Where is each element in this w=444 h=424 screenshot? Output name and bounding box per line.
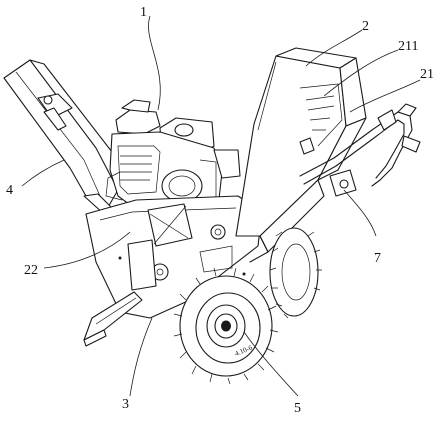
callout-21: 21 bbox=[420, 67, 434, 82]
callout-22: 22 bbox=[24, 263, 38, 278]
main-frame bbox=[83, 195, 263, 347]
callout-5: 5 bbox=[294, 401, 301, 416]
callout-211: 211 bbox=[398, 39, 418, 54]
callout-1: 1 bbox=[140, 5, 147, 20]
front-wheel: 4.10-6 bbox=[173, 267, 279, 385]
discharge-chute bbox=[3, 59, 131, 215]
callout-labels: 1 2 211 21 4 7 22 3 5 bbox=[6, 5, 434, 416]
callout-2: 2 bbox=[362, 19, 369, 34]
push-handle bbox=[299, 103, 421, 197]
rear-wheel bbox=[269, 227, 322, 319]
callout-3: 3 bbox=[122, 397, 129, 412]
leader-lines bbox=[21, 15, 421, 397]
engine bbox=[105, 99, 241, 217]
feed-hopper bbox=[235, 47, 367, 263]
callout-7: 7 bbox=[374, 251, 381, 266]
callout-4: 4 bbox=[6, 183, 13, 198]
